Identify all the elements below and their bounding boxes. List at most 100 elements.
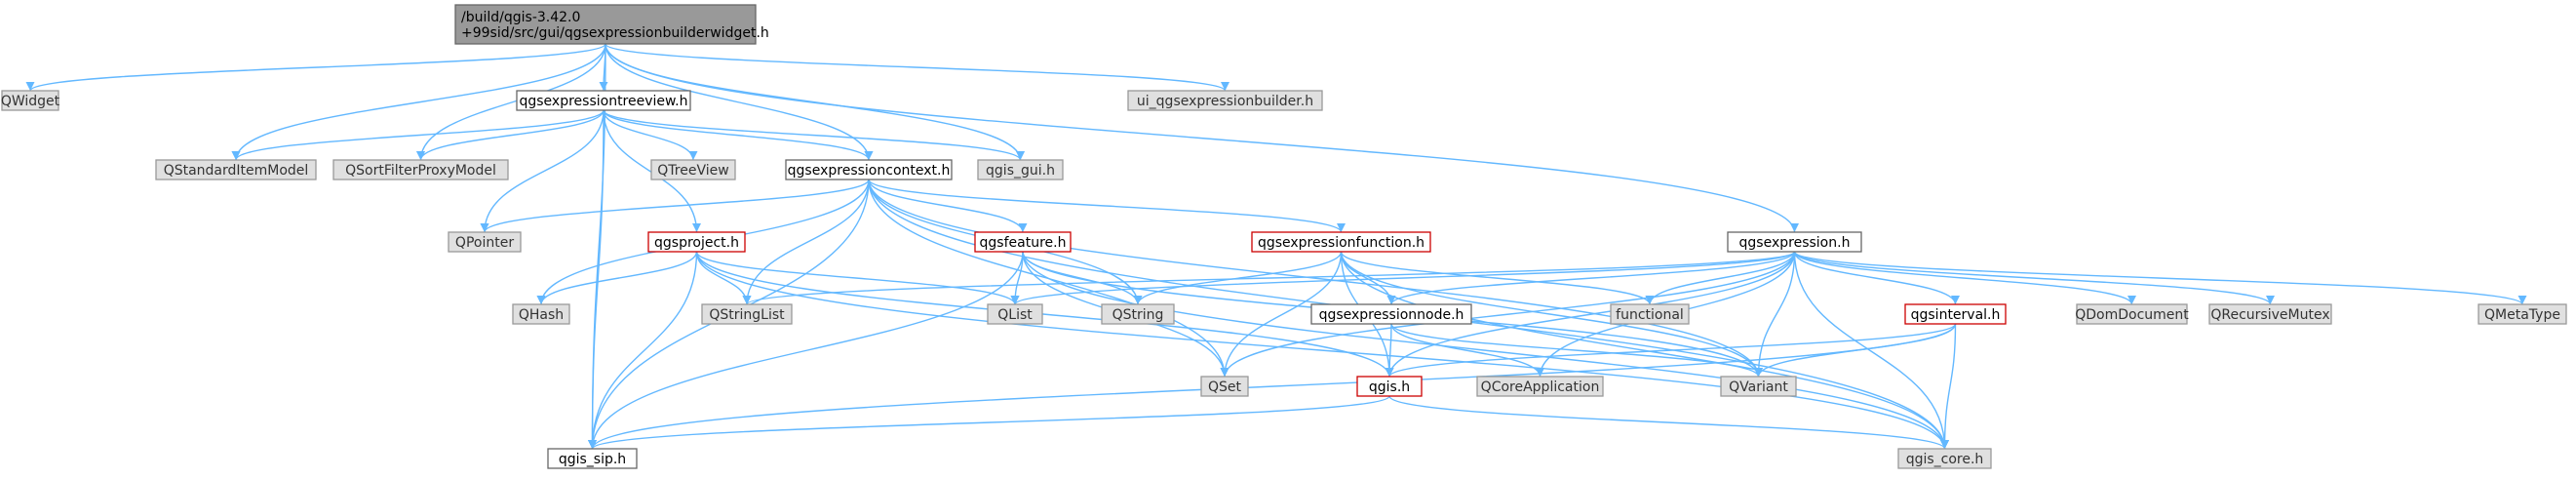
node-context[interactable]: qgsexpressioncontext.h xyxy=(785,159,953,180)
node-root[interactable]: /build/qgis-3.42.0+99sid/src/gui/qgsexpr… xyxy=(454,4,769,45)
edge-expression-to-qvariant xyxy=(1754,251,1796,378)
edge-feature-to-qgis_sip xyxy=(588,251,1024,450)
node-box-qgis_sip xyxy=(547,448,638,469)
node-box-feature xyxy=(974,231,1072,253)
node-qstring: QString xyxy=(1101,303,1175,325)
node-label-root: /build/qgis-3.42.0 xyxy=(461,10,580,25)
edge-qgis_h-to-qgis_core xyxy=(1388,395,1949,450)
edge-treeview-to-project xyxy=(603,109,701,233)
node-qgis_gui: qgis_gui.h xyxy=(977,159,1064,180)
edge-exprfunction-to-qgis_core xyxy=(1340,251,1949,450)
node-box-root xyxy=(454,4,757,45)
edge-root-to-qstandarditemmodel xyxy=(231,43,606,161)
node-box-qgis_h xyxy=(1356,376,1423,397)
edge-exprfunction-to-exprnode xyxy=(1340,251,1396,305)
node-qtreeview: QTreeView xyxy=(650,159,736,180)
edge-exprfunction-to-qvariant xyxy=(1340,251,1763,378)
edge-expression-to-interval xyxy=(1793,251,1960,305)
node-label-qgis_gui: qgis_gui.h xyxy=(986,163,1055,179)
node-label-qvariant: QVariant xyxy=(1729,379,1788,395)
node-ui_builder: ui_qgsexpressionbuilder.h xyxy=(1127,90,1323,111)
edge-root-to-context xyxy=(605,43,874,161)
node-label-qsortfilter: QSortFilterProxyModel xyxy=(345,163,496,179)
node-project[interactable]: qgsproject.h xyxy=(647,231,746,253)
node-label-exprnode: qgsexpressionnode.h xyxy=(1319,307,1464,323)
node-qgis_h[interactable]: qgis.h xyxy=(1356,376,1423,397)
node-label-qmetatype: QMetaType xyxy=(2484,307,2560,323)
node-qwidget: QWidget xyxy=(1,90,60,111)
node-treeview[interactable]: qgsexpressiontreeview.h xyxy=(516,90,691,111)
node-box-qdomdocument xyxy=(2076,303,2188,325)
node-label-expression: qgsexpression.h xyxy=(1739,235,1851,251)
edge-interval-to-qgis_h xyxy=(1385,323,1957,378)
edge-expression-to-qgis_core xyxy=(1793,251,1949,450)
nodes-layer: /build/qgis-3.42.0+99sid/src/gui/qgsexpr… xyxy=(1,4,2567,469)
node-expression[interactable]: qgsexpression.h xyxy=(1727,231,1862,253)
node-box-qstandarditemmodel xyxy=(155,159,317,180)
node-qrecursivemutex: QRecursiveMutex xyxy=(2208,303,2332,325)
node-exprnode[interactable]: qgsexpressionnode.h xyxy=(1310,303,1472,325)
node-feature[interactable]: qgsfeature.h xyxy=(974,231,1072,253)
node-exprfunction[interactable]: qgsexpressionfunction.h xyxy=(1251,231,1431,253)
edge-feature-to-qgis_core xyxy=(1022,251,1949,450)
node-label-qstringlist: QStringList xyxy=(709,307,785,323)
node-label-treeview: qgsexpressiontreeview.h xyxy=(519,94,687,109)
node-qset: QSet xyxy=(1200,376,1249,397)
node-box-qvariant xyxy=(1720,376,1797,397)
node-label-project: qgsproject.h xyxy=(654,235,739,251)
edge-treeview-to-qtreeview xyxy=(603,109,698,161)
node-box-qwidget xyxy=(1,90,59,111)
node-label-interval: qgsinterval.h xyxy=(1911,307,2001,323)
node-qgis_sip[interactable]: qgis_sip.h xyxy=(547,448,638,469)
edge-project-to-qhash xyxy=(536,251,698,305)
node-box-exprfunction xyxy=(1251,231,1431,253)
node-label-exprfunction: qgsexpressionfunction.h xyxy=(1258,235,1425,251)
edge-context-to-qpointer xyxy=(480,179,870,233)
node-label-qstring: QString xyxy=(1112,307,1164,323)
node-box-qgis_gui xyxy=(977,159,1064,180)
edge-treeview-to-qgis_sip xyxy=(588,109,605,450)
node-box-qgis_core xyxy=(1897,448,1992,469)
node-label-qwidget: QWidget xyxy=(1,94,60,109)
edge-exprfunction-to-qstring xyxy=(1133,251,1343,305)
edge-expression-to-qgis_h xyxy=(1385,251,1796,378)
node-box-qpointer xyxy=(448,231,522,253)
node-qgis_core: qgis_core.h xyxy=(1897,448,1992,469)
edge-root-to-qsortfilter xyxy=(416,43,606,161)
node-qcoreapplication: QCoreApplication xyxy=(1476,376,1604,397)
node-label-feature: qgsfeature.h xyxy=(980,235,1067,251)
node-functional: functional xyxy=(1610,303,1690,325)
node-interval[interactable]: qgsinterval.h xyxy=(1904,303,2007,325)
node-label-qpointer: QPointer xyxy=(455,235,514,251)
edge-project-to-qgis_sip xyxy=(588,251,698,450)
edge-root-to-ui_builder xyxy=(605,43,1229,92)
node-box-interval xyxy=(1904,303,2007,325)
edge-treeview-to-qpointer xyxy=(480,109,605,233)
node-box-qstringlist xyxy=(701,303,793,325)
node-qlist: QList xyxy=(987,303,1043,325)
node-qstringlist: QStringList xyxy=(701,303,793,325)
edge-context-to-qstringlist xyxy=(742,179,870,305)
edge-expression-to-functional xyxy=(1645,251,1796,305)
edge-expression-to-exprnode xyxy=(1386,251,1796,305)
edge-treeview-to-qsortfilter xyxy=(416,109,605,161)
node-box-functional xyxy=(1610,303,1690,325)
node-box-qset xyxy=(1200,376,1249,397)
node-label-qlist: QList xyxy=(997,307,1033,323)
node-qvariant: QVariant xyxy=(1720,376,1797,397)
node-label-qgis_h: qgis.h xyxy=(1369,379,1410,395)
node-box-qrecursivemutex xyxy=(2208,303,2332,325)
node-label-qset: QSet xyxy=(1208,379,1242,395)
node-box-treeview xyxy=(516,90,691,111)
edge-exprfunction-to-qset xyxy=(1220,251,1343,378)
edge-expression-to-qmetatype xyxy=(1793,251,2527,305)
edge-qgis_h-to-qgis_sip xyxy=(588,395,1390,450)
node-label-qrecursivemutex: QRecursiveMutex xyxy=(2210,307,2329,323)
edge-interval-to-qgis_core xyxy=(1940,323,1957,450)
edge-exprfunction-to-functional xyxy=(1340,251,1655,305)
edge-project-to-qgis_core xyxy=(695,251,1949,450)
edge-expression-to-qdomdocument xyxy=(1793,251,2136,305)
node-label-qcoreapplication: QCoreApplication xyxy=(1481,379,1600,395)
node-box-qsortfilter xyxy=(332,159,509,180)
edge-context-to-exprfunction xyxy=(868,179,1346,233)
